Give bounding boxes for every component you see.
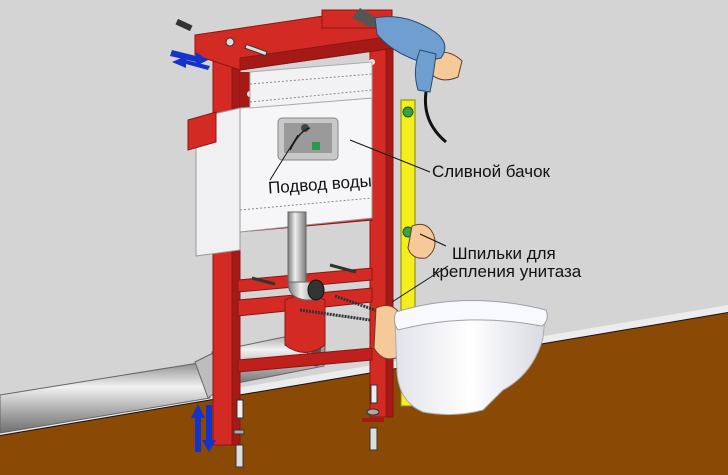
cistern-tank (187, 61, 373, 257)
leader-lines (269, 134, 449, 303)
label-studs-line2: крепления унитаза (432, 262, 582, 281)
flush-pipe (287, 211, 325, 301)
wall-anchors (175, 18, 268, 57)
toilet-mounting-studs (251, 263, 393, 322)
power-drill (352, 8, 447, 144)
double-arrow-vertical-icon (191, 404, 216, 452)
double-arrow-horizontal-icon (170, 50, 210, 70)
label-cistern: Сливной бачок (432, 162, 550, 181)
wall-hung-toilet (393, 299, 548, 416)
label-studs-line1: Шпильки для (452, 244, 556, 263)
floor-anchors (233, 384, 384, 468)
